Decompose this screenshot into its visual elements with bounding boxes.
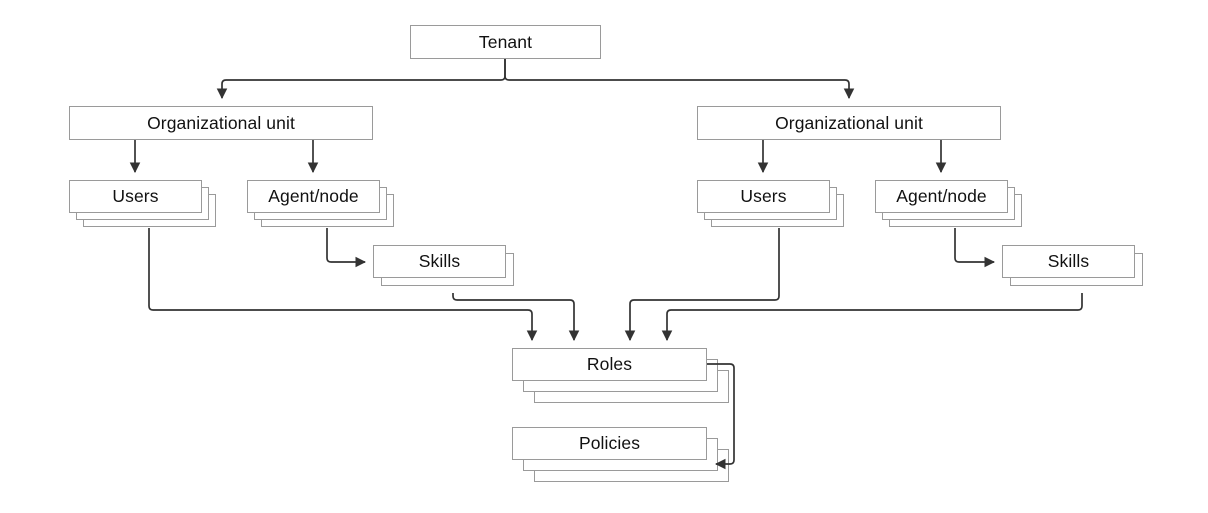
skills-left-card[interactable]: Skills — [373, 245, 506, 278]
agent-left-card[interactable]: Agent/node — [247, 180, 380, 213]
tenant-card[interactable]: Tenant — [410, 25, 601, 59]
agent-right-card[interactable]: Agent/node — [875, 180, 1008, 213]
users-right-label: Users — [740, 186, 787, 206]
skills-right-label: Skills — [1047, 251, 1090, 271]
edge-skills-right-to-roles — [661, 293, 1083, 342]
roles-card[interactable]: Roles — [512, 348, 707, 381]
users-left-label: Users — [112, 186, 159, 206]
roles-label: Roles — [586, 354, 633, 374]
ou-left-label: Organizational unit — [147, 112, 295, 133]
skills-right-card[interactable]: Skills — [1002, 245, 1135, 278]
ou-right-card[interactable]: Organizational unit — [697, 106, 1001, 140]
users-right-card[interactable]: Users — [697, 180, 830, 213]
agent-right-label: Agent/node — [896, 186, 987, 206]
tenant-label: Tenant — [478, 31, 533, 52]
agent-left-label: Agent/node — [268, 186, 359, 206]
edge-tenant-to-ou-left — [216, 59, 506, 100]
edge-agent-right-to-skills-right — [954, 228, 996, 268]
edge-tenant-to-ou-right — [504, 59, 855, 100]
edge-users-right-to-roles — [624, 228, 780, 342]
users-left-card[interactable]: Users — [69, 180, 202, 213]
policies-label: Policies — [578, 433, 641, 453]
policies-card[interactable]: Policies — [512, 427, 707, 460]
skills-left-label: Skills — [418, 251, 461, 271]
edge-skills-left-to-roles — [452, 293, 580, 342]
ou-right-label: Organizational unit — [775, 112, 923, 133]
edge-agent-left-to-skills-left — [326, 228, 367, 268]
ou-left-card[interactable]: Organizational unit — [69, 106, 373, 140]
